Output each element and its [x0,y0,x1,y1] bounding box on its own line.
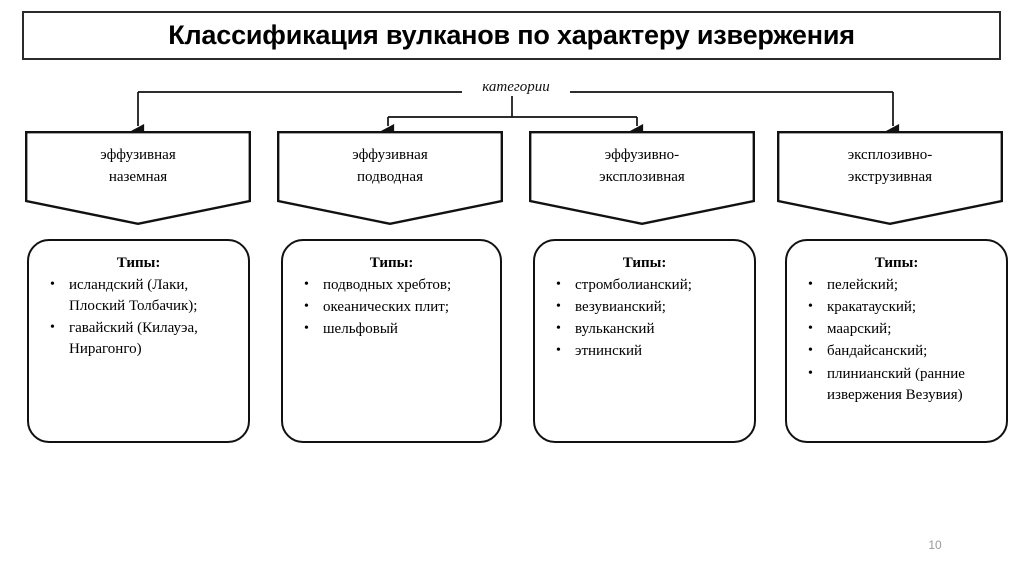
list-item: • стромболианский; [549,275,742,296]
bullet-icon: • [50,320,55,336]
page-number: 10 [928,538,942,552]
list-item-label: маарский; [827,321,892,338]
types-heading: Типы: [622,255,667,271]
list-item: • бандайсанский; [801,341,994,362]
list-item-label: гавайский (Килауэа, Нирагонго) [69,320,198,358]
bullet-icon: • [556,321,561,337]
list-item-label: стромболианский; [575,276,692,293]
chevron-shape [25,131,251,225]
bullet-icon: • [304,321,309,337]
list-item: • маарский; [801,319,994,340]
chevron-shape [277,131,503,225]
bullet-icon: • [556,343,561,359]
list-item: • вульканский [549,319,742,340]
types-box-1[interactable]: Типы: • исландский (Лаки, Плоский Толбачи… [27,239,250,443]
bullet-icon: • [304,276,309,292]
category-box-2[interactable]: эффузивная подводная [277,131,503,225]
category-box-4[interactable]: эксплозивно- экструзивная [777,131,1003,225]
bullet-icon: • [556,276,561,292]
category-label: эффузивная наземная [100,147,176,185]
list-item-label: шельфовый [323,321,398,338]
list-item-label: везувианский; [575,298,666,315]
list-item-label: кракатауский; [827,298,917,315]
category-label: эффузивно- эксплозивная [599,147,685,185]
bullet-icon: • [808,343,813,359]
types-box-3[interactable]: Типы: • стромболианский; • везувианский; • ву… [533,239,756,443]
bullet-icon: • [808,298,813,314]
list-item: • кракатауский; [801,297,994,318]
list-item: • плинианский (ранние извержения Везувия) [801,364,994,407]
page-title: Классификация вулканов по характеру изве… [168,20,855,50]
category-label: эксплозивно- экструзивная [847,147,933,185]
list-item-label: этнинский [575,343,643,360]
list-item-label: подводных хребтов; [323,276,452,293]
list-item-label: вульканский [575,321,655,338]
bullet-icon: • [808,321,813,337]
slide-title-box: Классификация вулканов по характеру изве… [22,11,1001,60]
list-item-label: бандайсанский; [827,343,928,360]
types-heading: Типы: [369,255,414,271]
category-label: эффузивная подводная [352,147,428,185]
list-item-label: пелейский; [827,276,899,293]
connector-label: категории [462,80,570,95]
types-list: • исландский (Лаки, Плоский Толбачик); • га… [35,275,242,361]
list-item: • этнинский [549,341,742,362]
bullet-icon: • [808,276,813,292]
bullet-icon: • [556,298,561,314]
list-item: • шельфовый [297,319,488,340]
types-list: • пелейский; • кракатауский; • маарский; • банд… [793,275,1000,407]
types-list: • подводных хребтов; • океанических плит; • ш… [289,275,494,341]
types-heading: Типы: [116,255,161,271]
types-heading: Типы: [874,255,919,271]
bullet-icon: • [50,276,55,292]
list-item: • гавайский (Килауэа, Нирагонго) [43,318,236,361]
list-item-label: исландский (Лаки, Плоский Толбачик); [69,276,198,314]
chevron-shape [777,131,1003,225]
list-item: • везувианский; [549,297,742,318]
chevron-shape [529,131,755,225]
list-item: • подводных хребтов; [297,275,488,296]
list-item: • исландский (Лаки, Плоский Толбачик); [43,275,236,318]
list-item-label: плинианский (ранние извержения Везувия) [827,365,965,403]
category-box-1[interactable]: эффузивная наземная [25,131,251,225]
list-item-label: океанических плит; [323,298,450,315]
types-box-2[interactable]: Типы: • подводных хребтов; • океанических п… [281,239,502,443]
category-box-3[interactable]: эффузивно- эксплозивная [529,131,755,225]
bullet-icon: • [304,298,309,314]
list-item: • океанических плит; [297,297,488,318]
types-box-4[interactable]: Типы: • пелейский; • кракатауский; • маарский… [785,239,1008,443]
bullet-icon: • [808,365,813,381]
types-list: • стромболианский; • везувианский; • вульканс… [541,275,748,363]
list-item: • пелейский; [801,275,994,296]
